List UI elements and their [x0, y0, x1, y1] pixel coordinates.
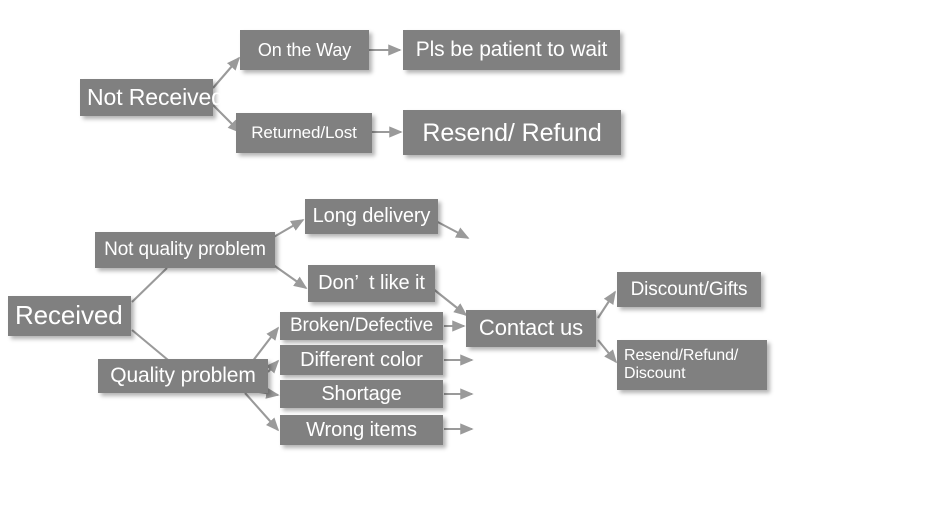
arrow-not-quality-problem-to-long-delivery: [271, 219, 305, 239]
node-broken-defective[interactable]: Broken/Defective: [280, 312, 443, 340]
arrow-quality-problem-to-different-color: [265, 359, 280, 374]
arrow-dont-like-it-to-contact-us: [431, 287, 468, 317]
line-received-to-quality-problem: [131, 329, 169, 361]
node-long-delivery[interactable]: Long delivery: [305, 199, 438, 234]
node-received[interactable]: Received: [8, 296, 131, 336]
node-returned-lost[interactable]: Returned/Lost: [236, 113, 372, 153]
arrow-quality-problem-to-wrong-items: [244, 392, 280, 432]
node-resend-refund-discount[interactable]: Resend/Refund/ Discount: [617, 340, 767, 390]
node-quality-problem[interactable]: Quality problem: [98, 359, 268, 393]
node-wrong-items[interactable]: Wrong items: [280, 415, 443, 445]
arrow-quality-problem-to-broken-defective: [251, 326, 280, 363]
node-different-color[interactable]: Different color: [280, 345, 443, 375]
node-discount-gifts[interactable]: Discount/Gifts: [617, 272, 761, 307]
node-contact-us[interactable]: Contact us: [466, 310, 596, 347]
arrow-not-quality-problem-to-dont-like-it: [271, 263, 308, 289]
node-not-quality-problem[interactable]: Not quality problem: [95, 232, 275, 268]
arrow-contact-us-to-discount-gifts: [597, 290, 616, 319]
node-resend-refund[interactable]: Resend/ Refund: [403, 110, 621, 155]
node-dont-like-it[interactable]: Don’ t like it: [308, 265, 435, 302]
line-received-to-not-quality-problem: [131, 267, 168, 303]
node-on-the-way[interactable]: On the Way: [240, 30, 369, 70]
arrow-contact-us-to-resend-refund-discount: [597, 339, 618, 364]
node-shortage[interactable]: Shortage: [280, 380, 443, 408]
node-not-received[interactable]: Not Received: [80, 79, 224, 116]
node-pls-be-patient-to-wait[interactable]: Pls be patient to wait: [403, 30, 620, 70]
